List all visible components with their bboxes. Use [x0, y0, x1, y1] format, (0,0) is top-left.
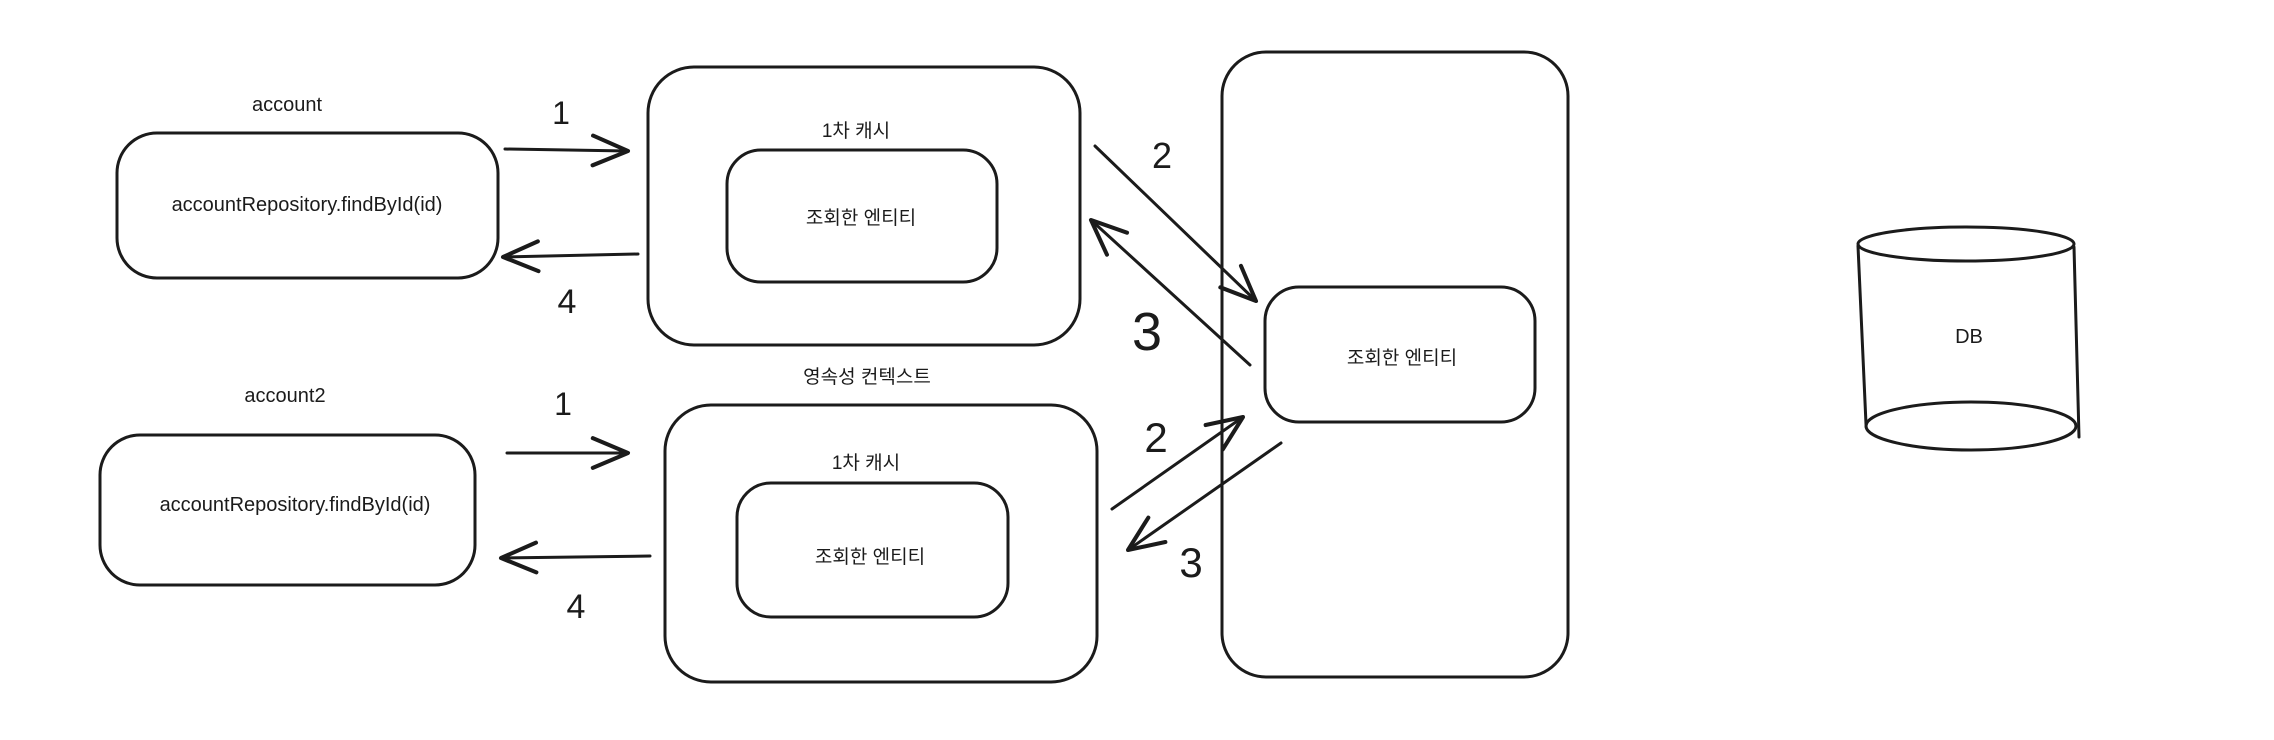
step1-label: 1 — [552, 95, 570, 131]
db-label: DB — [1955, 326, 1983, 348]
account-variable-label: account — [252, 94, 322, 116]
step3-label-bottom: 3 — [1179, 539, 1202, 586]
account-caller-box — [115, 131, 500, 280]
db-cylinder-right-side — [2072, 245, 2081, 439]
cached-entity-label-bottom: 조회한 엔티티 — [815, 546, 925, 568]
account2-variable-label: account2 — [244, 385, 325, 407]
loaded-entity-label: 조회한 엔티티 — [1347, 347, 1457, 369]
step3-result-arrow — [1088, 217, 1252, 367]
step4-label-bottom: 4 — [567, 588, 586, 626]
db-cylinder-bottom-ellipse — [1864, 400, 2078, 452]
step2-label: 2 — [1152, 135, 1172, 176]
persistence-context-box-bottom — [663, 403, 1099, 684]
step2-query-arrow — [1093, 144, 1259, 304]
step4-return-arrow — [500, 239, 640, 274]
step1-call-arrow — [503, 133, 631, 168]
cached-entity-box-bottom — [735, 481, 1010, 619]
db-cylinder: DB — [1856, 225, 2081, 452]
repository-call-text: accountRepository.findById(id) — [172, 194, 443, 216]
step4-return-arrow-bottom — [498, 540, 652, 575]
step2-label-bottom: 2 — [1144, 414, 1167, 461]
step4-label: 4 — [558, 283, 577, 321]
first-level-cache-title-top: 1차 캐시 — [822, 120, 890, 142]
db-session-layer: 조회한 엔티티 — [1220, 50, 1570, 679]
repository-call-text-2: accountRepository.findById(id) — [160, 494, 431, 516]
step3-label: 3 — [1132, 302, 1162, 362]
persistence-context-box-top — [646, 65, 1082, 347]
loaded-entity-box — [1263, 285, 1537, 424]
db-session-container-box — [1220, 50, 1570, 679]
persistence-context-title: 영속성 컨텍스트 — [803, 366, 931, 388]
step1-label-bottom: 1 — [554, 386, 572, 422]
account2-caller-box — [98, 433, 477, 587]
cached-entity-label-top: 조회한 엔티티 — [806, 207, 916, 229]
bottom-flow: account2 accountRepository.findById(id) … — [98, 366, 1283, 684]
db-cylinder-left-side — [1856, 244, 1868, 426]
cached-entity-box-top — [725, 148, 999, 284]
first-level-cache-title-bottom: 1차 캐시 — [832, 452, 900, 474]
db-cylinder-top-ellipse — [1856, 225, 2076, 263]
step3-result-arrow-bottom — [1125, 441, 1283, 553]
top-flow: account accountRepository.findById(id) 1… — [115, 65, 1259, 367]
